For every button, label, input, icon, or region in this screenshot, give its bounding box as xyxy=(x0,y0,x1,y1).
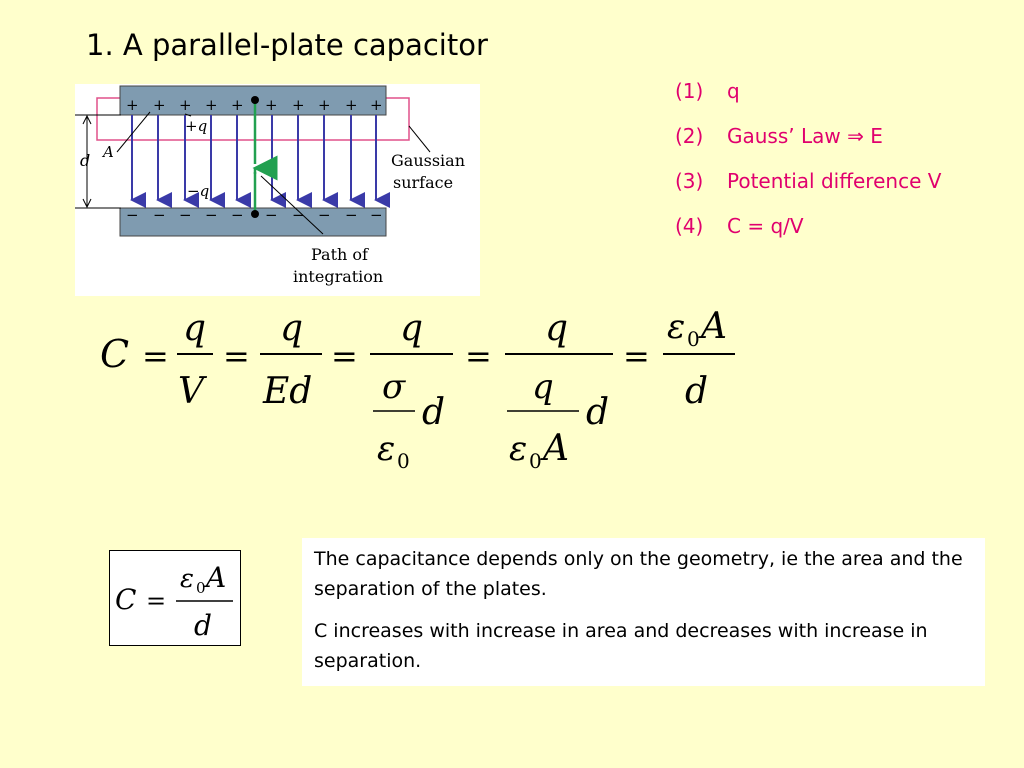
step-text: C = q/V xyxy=(727,214,804,238)
eq-denominator-Ed: Ed xyxy=(262,371,312,412)
label-gaussian-1: Gaussian xyxy=(391,151,465,170)
step-text: Gauss’ Law ⇒ E xyxy=(727,124,883,148)
capacitance-derivation: C = q V = q Ed = q σ ε 0 d = q q xyxy=(95,300,755,490)
eq-subscript-0: 0 xyxy=(529,449,542,473)
path-pointer xyxy=(260,175,324,235)
boxed-epsilon: ε xyxy=(180,564,194,594)
minus-sign: − xyxy=(231,206,244,224)
boxed-A: A xyxy=(203,561,226,594)
eq-numerator-q: q xyxy=(400,308,423,349)
eq-equals: = xyxy=(223,337,250,375)
gaussian-pointer xyxy=(408,125,431,153)
step-number: (2) xyxy=(675,124,704,148)
step-item: (3) Potential difference V xyxy=(675,166,941,211)
eq-A: A xyxy=(540,428,569,469)
step-text: q xyxy=(727,79,740,103)
eq-subscript-0: 0 xyxy=(687,327,700,351)
minus-sign: − xyxy=(370,206,383,224)
plus-sign: + xyxy=(345,96,358,114)
step-item: (1) q xyxy=(675,76,941,121)
eq-equals: = xyxy=(623,337,650,375)
minus-sign: − xyxy=(205,206,218,224)
separation-arrowhead-bottom xyxy=(82,198,92,209)
eq-equals: = xyxy=(465,337,492,375)
eq-d: d xyxy=(422,392,445,433)
eq-subscript-0: 0 xyxy=(397,449,410,473)
eq-sigma: σ xyxy=(382,367,406,407)
step-number: (4) xyxy=(675,214,704,238)
eq-d: d xyxy=(586,392,609,433)
boxed-d: d xyxy=(194,609,212,642)
eq-numerator-q: q xyxy=(280,308,303,349)
eq-C: C xyxy=(100,332,129,376)
label-path-1: Path of xyxy=(311,245,369,264)
label-area: A xyxy=(101,143,114,161)
note-area-separation: C increases with increase in area and de… xyxy=(314,620,928,672)
slide-title: 1. A parallel-plate capacitor xyxy=(86,28,488,62)
notes-box: The capacitance depends only on the geom… xyxy=(302,538,985,686)
integration-endpoint-bottom xyxy=(251,210,259,218)
eq-epsilon: ε xyxy=(377,429,395,469)
minus-sign: − xyxy=(179,206,192,224)
step-item: (4) C = q/V xyxy=(675,211,941,256)
boxed-formula-svg: C = ε 0 A d xyxy=(115,561,233,642)
eq-equals: = xyxy=(331,337,358,375)
eq-inner-q: q xyxy=(532,367,554,407)
plus-sign: + xyxy=(126,96,139,114)
plus-q-pointer xyxy=(184,113,192,117)
minus-sign: − xyxy=(345,206,358,224)
minus-sign: − xyxy=(292,206,305,224)
plus-sign: + xyxy=(265,96,278,114)
boxed-equals: = xyxy=(146,587,166,615)
eq-A: A xyxy=(698,306,727,347)
plus-sign: + xyxy=(179,96,192,114)
minus-sign: − xyxy=(265,206,278,224)
capacitor-diagram-svg: + + + + + + + + + + − − − − − − − − − − xyxy=(75,85,465,286)
capacitor-diagram: + + + + + + + + + + − − − − − − − − − − xyxy=(75,84,480,296)
eq-epsilon: ε xyxy=(667,307,685,347)
eq-equals: = xyxy=(142,337,169,375)
minus-sign: − xyxy=(153,206,166,224)
label-path-2: integration xyxy=(293,267,383,286)
plus-sign: + xyxy=(231,96,244,114)
label-d: d xyxy=(80,151,90,170)
minus-sign: − xyxy=(126,206,139,224)
steps-list: (1) q (2) Gauss’ Law ⇒ E (3) Potential diff… xyxy=(675,76,941,256)
plus-sign: + xyxy=(205,96,218,114)
plus-sign: + xyxy=(318,96,331,114)
boxed-capacitance-formula: C = ε 0 A d xyxy=(109,550,241,646)
integration-endpoint-top xyxy=(251,96,259,104)
separation-arrowhead-top xyxy=(82,114,92,125)
step-item: (2) Gauss’ Law ⇒ E xyxy=(675,121,941,166)
eq-denominator-V: V xyxy=(178,371,208,412)
boxed-C: C xyxy=(115,583,136,616)
plus-sign: + xyxy=(292,96,305,114)
boxed-subscript-0: 0 xyxy=(196,579,206,597)
derivation-svg: C = q V = q Ed = q σ ε 0 d = q q xyxy=(100,306,735,473)
label-gaussian-2: surface xyxy=(393,173,453,192)
plus-sign: + xyxy=(370,96,383,114)
step-text: Potential difference V xyxy=(727,169,942,193)
eq-epsilon: ε xyxy=(509,429,527,469)
label-plus-q: +q xyxy=(185,117,207,135)
plus-sign: + xyxy=(153,96,166,114)
note-geometry: The capacitance depends only on the geom… xyxy=(314,548,963,600)
eq-numerator-q: q xyxy=(545,308,568,349)
minus-sign: − xyxy=(318,206,331,224)
eq-d: d xyxy=(685,371,708,412)
area-pointer xyxy=(116,111,151,153)
eq-numerator-q: q xyxy=(183,308,206,349)
step-number: (1) xyxy=(675,79,704,103)
top-plate xyxy=(119,85,387,116)
label-minus-q: −q xyxy=(187,182,209,200)
step-number: (3) xyxy=(675,169,704,193)
